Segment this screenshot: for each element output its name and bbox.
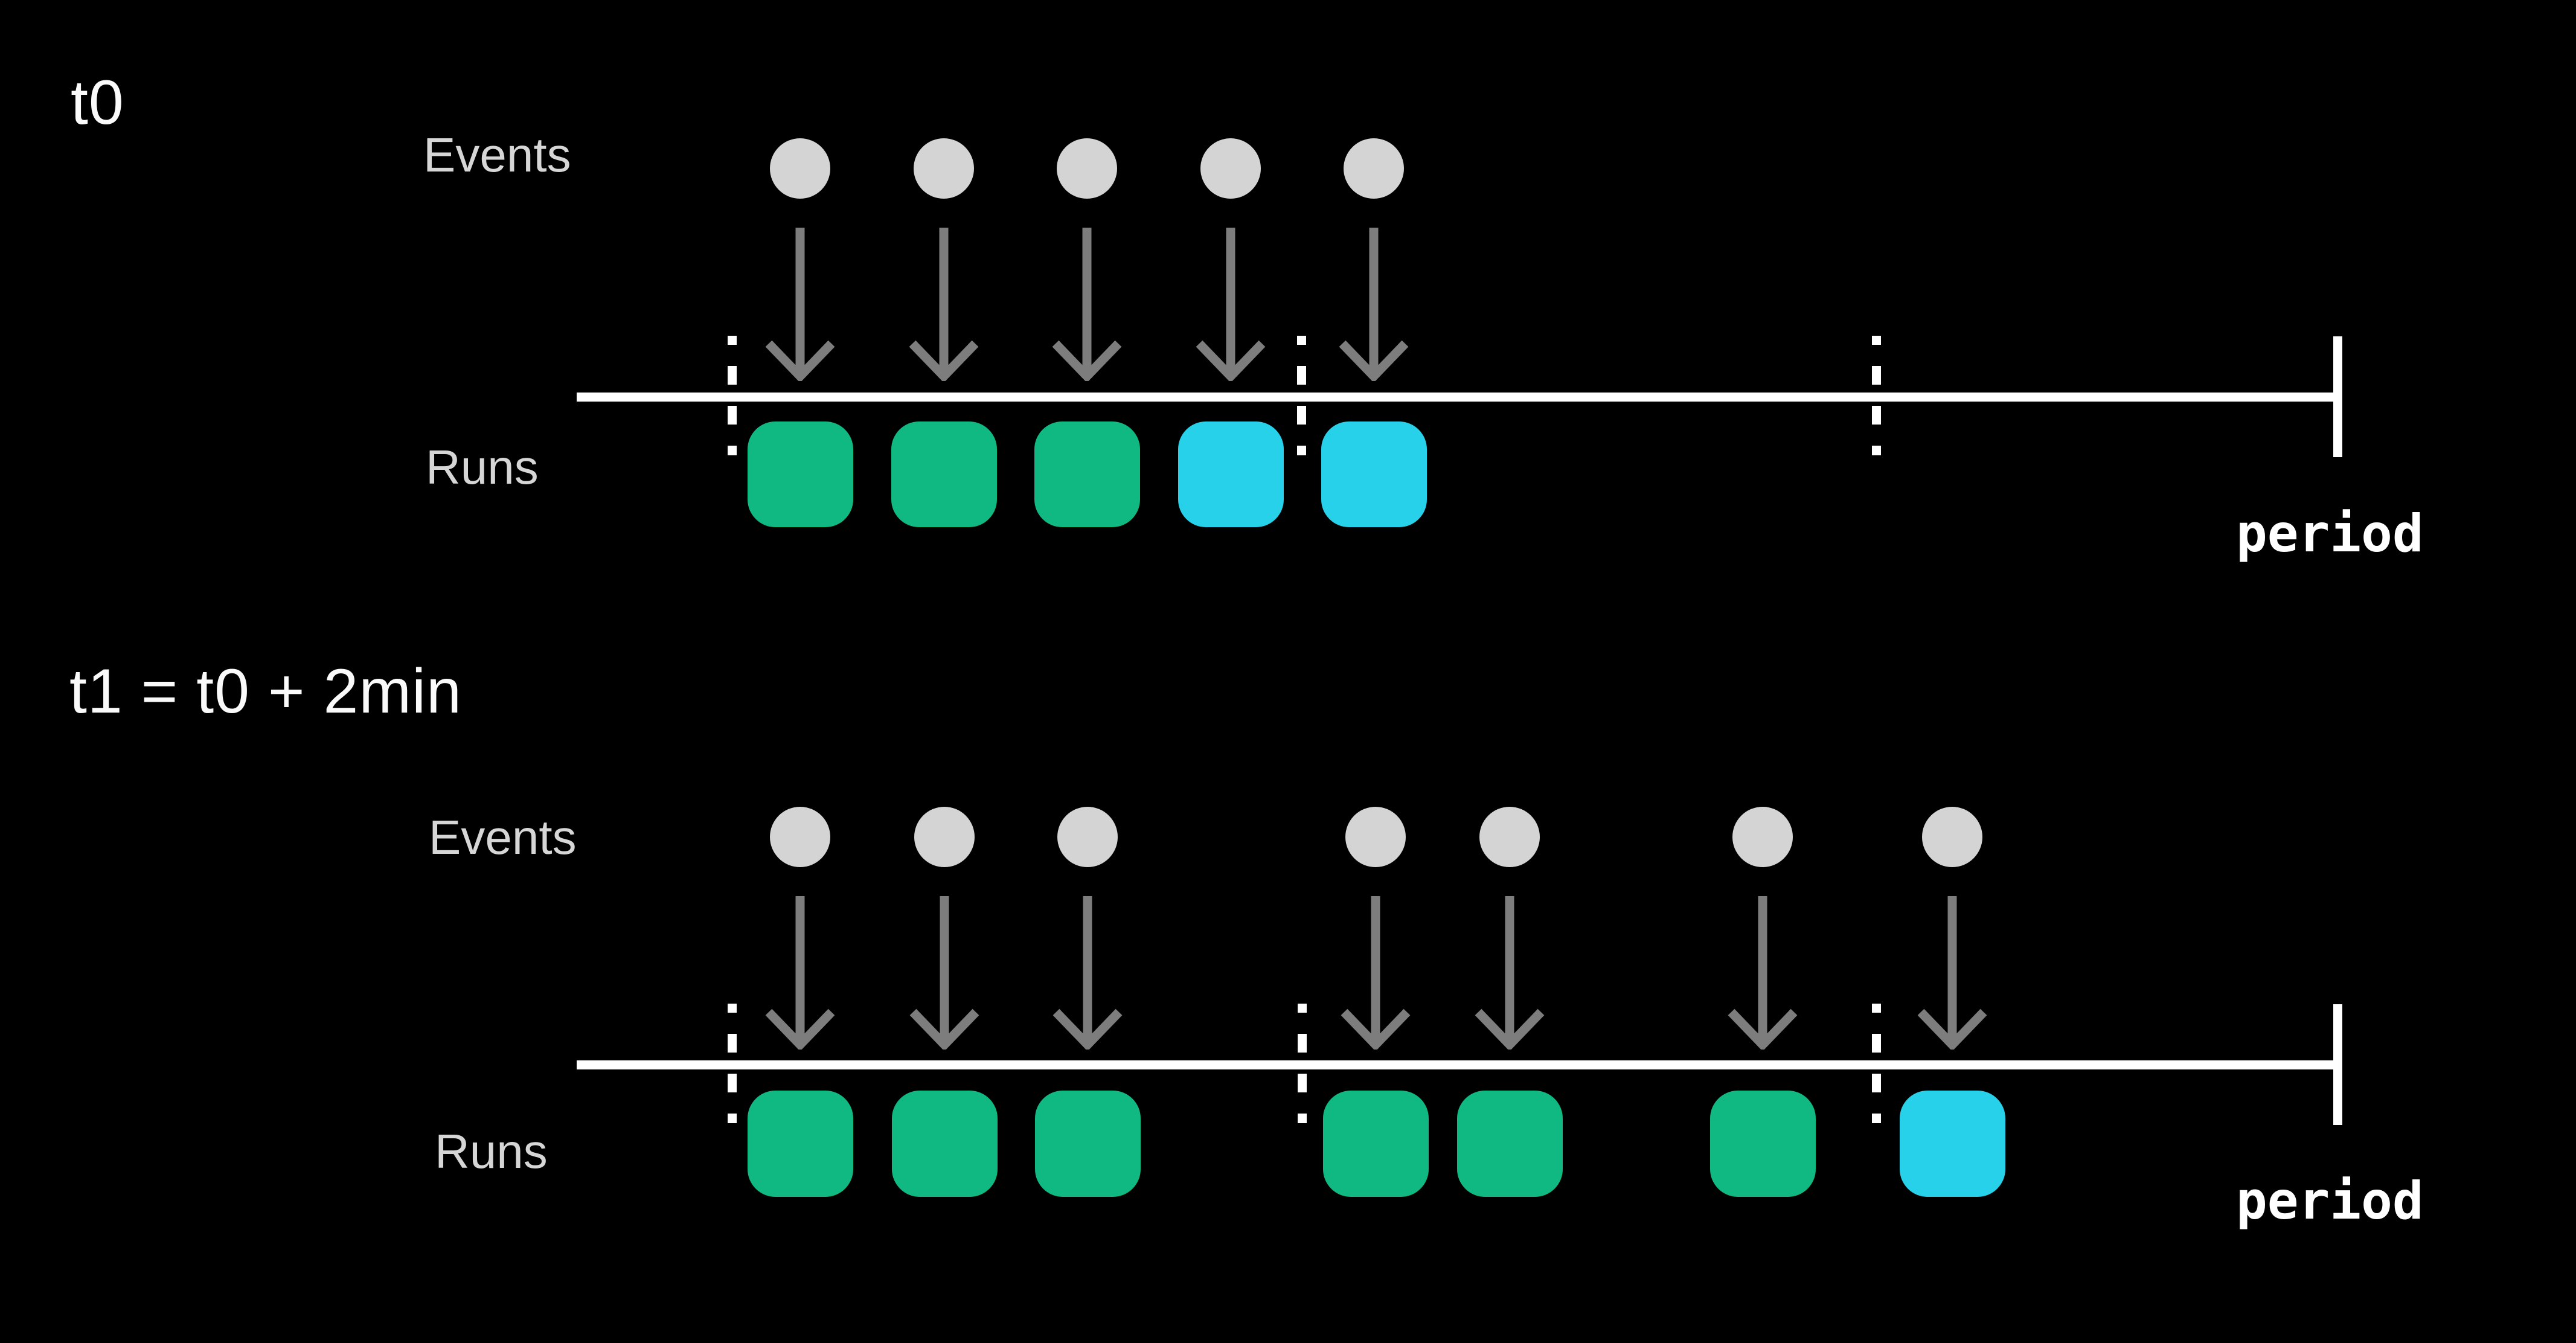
section-title-t1: t1 = t0 + 2min — [69, 656, 462, 726]
down-arrow-icon — [1051, 226, 1123, 384]
timeline — [577, 393, 2338, 402]
event-dot — [914, 807, 975, 867]
runs-row-label: Runs — [435, 1124, 548, 1178]
timeline — [577, 1060, 2338, 1069]
period-tick — [1872, 336, 1881, 455]
runs-row-label: Runs — [426, 440, 539, 494]
period-label: period — [2236, 1171, 2424, 1231]
down-arrow-icon — [1051, 895, 1124, 1053]
run-square-green — [891, 421, 997, 527]
down-arrow-icon — [1916, 895, 1988, 1053]
down-arrow-icon — [1339, 895, 1412, 1053]
down-arrow-icon — [908, 226, 980, 384]
down-arrow-icon — [764, 226, 836, 384]
run-square-green — [1034, 421, 1140, 527]
run-square-green — [1710, 1091, 1816, 1197]
run-square-cyan — [1900, 1091, 2005, 1197]
timeline-end-cap — [2333, 336, 2342, 457]
event-dot — [1922, 807, 1982, 867]
period-tick — [728, 336, 737, 455]
run-square-cyan — [1321, 421, 1427, 527]
period-tick — [1297, 336, 1306, 455]
event-dot — [914, 138, 974, 199]
events-row-label: Events — [423, 128, 571, 182]
run-square-green — [748, 421, 853, 527]
down-arrow-icon — [908, 895, 981, 1053]
event-dot — [770, 138, 830, 199]
down-arrow-icon — [1194, 226, 1267, 384]
event-dot — [770, 807, 830, 867]
section-title-t0: t0 — [71, 68, 124, 138]
down-arrow-icon — [1338, 226, 1410, 384]
run-square-green — [1457, 1091, 1563, 1197]
event-dot — [1732, 807, 1793, 867]
run-square-green — [1035, 1091, 1141, 1197]
event-dot — [1200, 138, 1261, 199]
timeline-end-cap — [2333, 1004, 2342, 1125]
event-dot — [1057, 807, 1118, 867]
period-tick — [728, 1004, 737, 1123]
run-square-green — [892, 1091, 998, 1197]
period-label: period — [2236, 504, 2424, 564]
event-dot — [1345, 807, 1406, 867]
period-tick — [1872, 1004, 1881, 1123]
run-square-cyan — [1178, 421, 1284, 527]
period-tick — [1298, 1004, 1307, 1123]
run-square-green — [1323, 1091, 1429, 1197]
event-dot — [1057, 138, 1117, 199]
events-row-label: Events — [429, 810, 577, 864]
event-dot — [1479, 807, 1540, 867]
down-arrow-icon — [1473, 895, 1546, 1053]
run-square-green — [748, 1091, 853, 1197]
down-arrow-icon — [764, 895, 836, 1053]
down-arrow-icon — [1726, 895, 1799, 1053]
event-dot — [1344, 138, 1404, 199]
